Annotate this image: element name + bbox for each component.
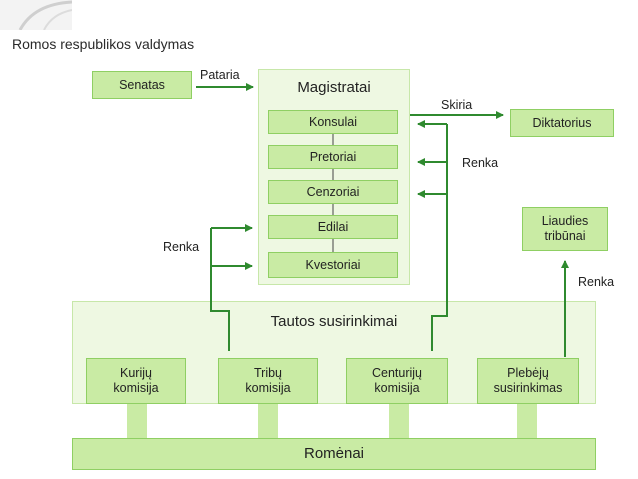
konsulai-box: Konsulai — [268, 110, 398, 134]
pretoriai-box: Pretoriai — [268, 145, 398, 169]
plebeju-susirinkimas-box: Plebėjų susirinkimas — [477, 358, 579, 404]
edge-label-renka-tribu: Renka — [163, 240, 200, 254]
corner-curve-graphic — [18, 0, 72, 30]
tautos-susirinkimai-label: Tautos susirinkimai — [270, 313, 398, 330]
edge-label-renka-centuriju: Renka — [462, 156, 499, 170]
magistratai-panel — [258, 69, 410, 285]
senatas-box: Senatas — [92, 71, 192, 99]
romenai-box: Romėnai — [72, 438, 596, 470]
liaudies-tribunai-line1: Liaudies — [541, 214, 589, 228]
magistratai-label: Magistratai — [297, 79, 371, 96]
kuriju-line2: komisija — [113, 381, 159, 395]
corner-decoration — [0, 0, 72, 30]
tribu-komisija-box: Tribų komisija — [218, 358, 318, 404]
centuriju-komisija-box: Centurijų komisija — [346, 358, 448, 404]
edge-label-pataria: Pataria — [200, 68, 240, 82]
liaudies-tribunai-line2: tribūnai — [544, 229, 586, 243]
centuriju-line1: Centurijų — [371, 366, 423, 380]
edge-label-renka-plebeju: Renka — [578, 275, 615, 289]
plebeju-line1: Plebėjų — [507, 366, 549, 380]
edge-label-skiria: Skiria — [441, 98, 473, 112]
diktatorius-box: Diktatorius — [510, 109, 614, 137]
kvestoriai-box: Kvestoriai — [268, 252, 398, 278]
plebeju-line2: susirinkimas — [493, 381, 563, 395]
tribu-line2: komisija — [245, 381, 291, 395]
cenzoriai-box: Cenzoriai — [268, 180, 398, 204]
kuriju-line1: Kurijų — [120, 366, 152, 380]
diagram-title: Romos respublikos valdymas — [12, 36, 195, 52]
centuriju-line2: komisija — [374, 381, 420, 395]
edilai-box: Edilai — [268, 215, 398, 239]
kuriju-komisija-box: Kurijų komisija — [86, 358, 186, 404]
liaudies-tribunai-box: Liaudies tribūnai — [522, 207, 608, 251]
tribu-line1: Tribų — [253, 366, 282, 380]
